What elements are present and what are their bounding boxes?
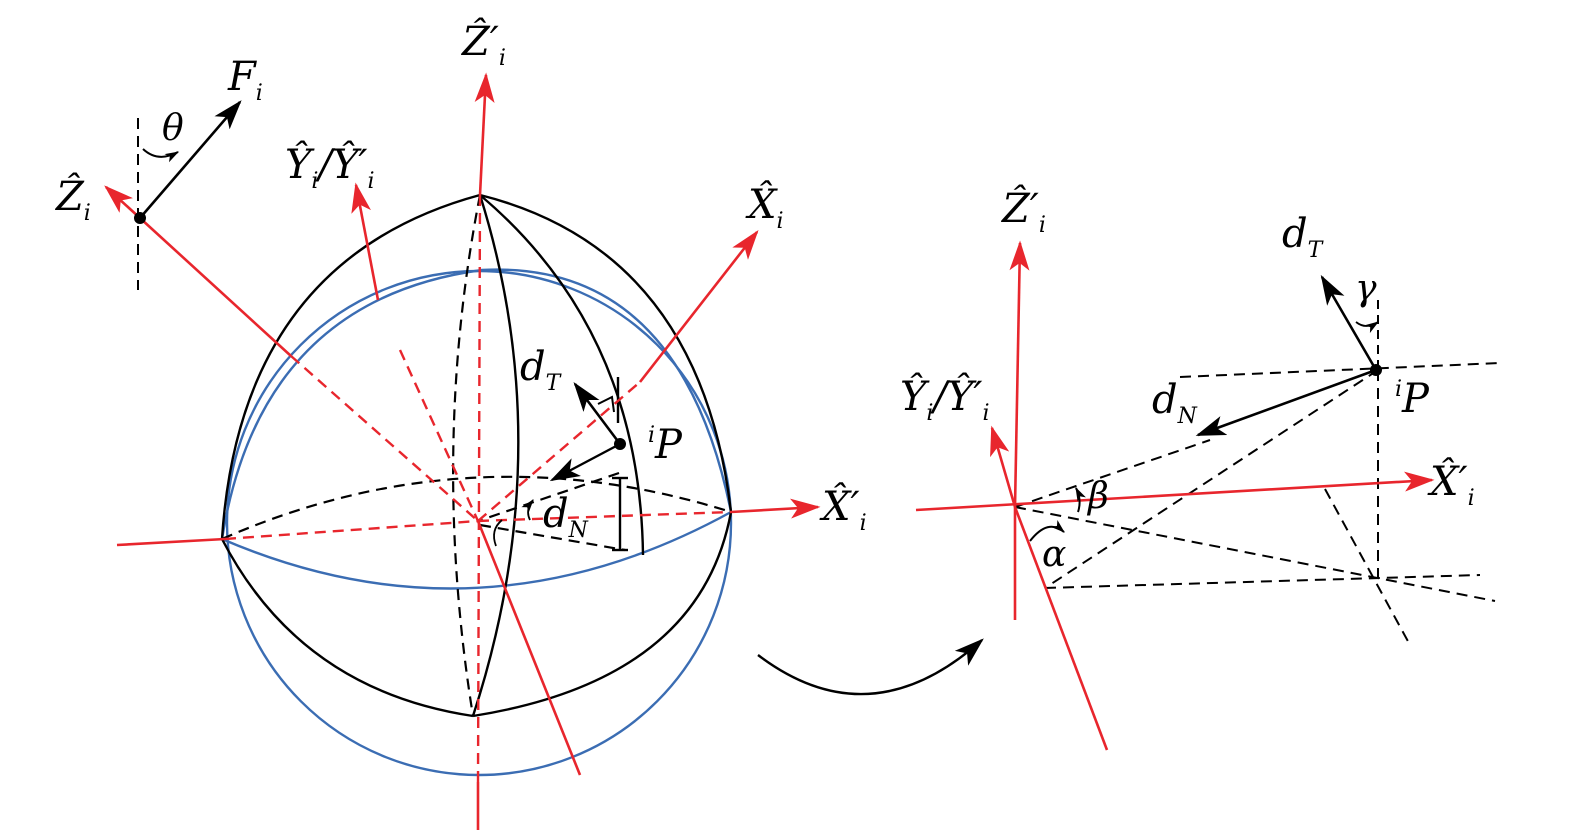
x-prime-axis	[730, 498, 821, 519]
right-x-prime-axis	[915, 471, 1435, 512]
right-z-prime-axis	[1009, 240, 1030, 508]
left-force-label: Fi	[227, 54, 263, 106]
left-z-hat-label: Ẑi	[54, 173, 91, 226]
gamma-arc	[1355, 321, 1379, 333]
beta-label: β	[1086, 476, 1109, 517]
left-point-label: iP	[648, 422, 683, 468]
z-prime-axis	[474, 72, 495, 196]
axes-solid	[104, 72, 821, 830]
sphere-meridian-blue	[220, 268, 733, 540]
left-y-hat-label: Ŷi/Ŷ′i	[285, 141, 374, 194]
right-point-label: iP	[1395, 376, 1430, 422]
small-angle-arc-2	[521, 499, 534, 521]
wedge-edges	[220, 193, 733, 718]
left-d-t-label: dT	[520, 344, 563, 396]
point-p-dot	[614, 438, 626, 450]
left-x-prime-label: X̂′i	[819, 484, 867, 536]
z-hat-axis	[104, 185, 292, 357]
axis-hidden-parts	[224, 194, 732, 783]
left-z-prime-label: Ẑ′i	[460, 18, 506, 71]
force-origin-dot	[134, 212, 146, 224]
left-d-n-label: dN	[543, 491, 589, 543]
right-y-hat-axis	[990, 425, 1017, 508]
small-angle-arc	[493, 519, 503, 547]
construction-lines	[1014, 362, 1501, 646]
right-d-n-label: dN	[1152, 377, 1198, 429]
right-y-hat-label: Ŷi/Ŷ′i	[900, 373, 989, 426]
y-hat-axis	[351, 182, 380, 301]
x-hat-axis	[638, 230, 759, 383]
beta-arc	[1075, 486, 1086, 513]
alpha-label: α	[1042, 534, 1066, 575]
theta-label: θ	[162, 108, 184, 149]
left-diagram: Ẑ′i Fi θ Ẑi Ŷi/Ŷ′i X̂i X̂′i dT dN iP	[54, 18, 867, 830]
right-tilted-axis	[1013, 506, 1109, 751]
gamma-label: γ	[1355, 268, 1377, 309]
right-point-vectors	[1029, 274, 1382, 542]
right-point-dot	[1370, 364, 1382, 376]
left-x-hat-label: X̂i	[745, 182, 784, 234]
right-diagram: Ẑ′i Ŷi/Ŷ′i X̂′i dT dN γ β α iP	[900, 185, 1501, 751]
tilted-axis	[476, 520, 582, 776]
hidden-edges	[221, 194, 732, 717]
alpha-arc	[1029, 520, 1065, 542]
right-axes	[915, 240, 1435, 751]
right-d-t-label: dT	[1282, 211, 1325, 263]
transition-arrow	[757, 638, 984, 696]
right-z-prime-label: Ẑ′i	[1000, 185, 1046, 238]
x-prime-axis-left	[116, 537, 226, 547]
right-x-prime-label: X̂′i	[1427, 459, 1475, 511]
force-vector	[134, 100, 242, 290]
sphere-equator	[221, 510, 732, 590]
point-p-vectors	[493, 382, 626, 547]
theta-arc	[142, 148, 180, 163]
